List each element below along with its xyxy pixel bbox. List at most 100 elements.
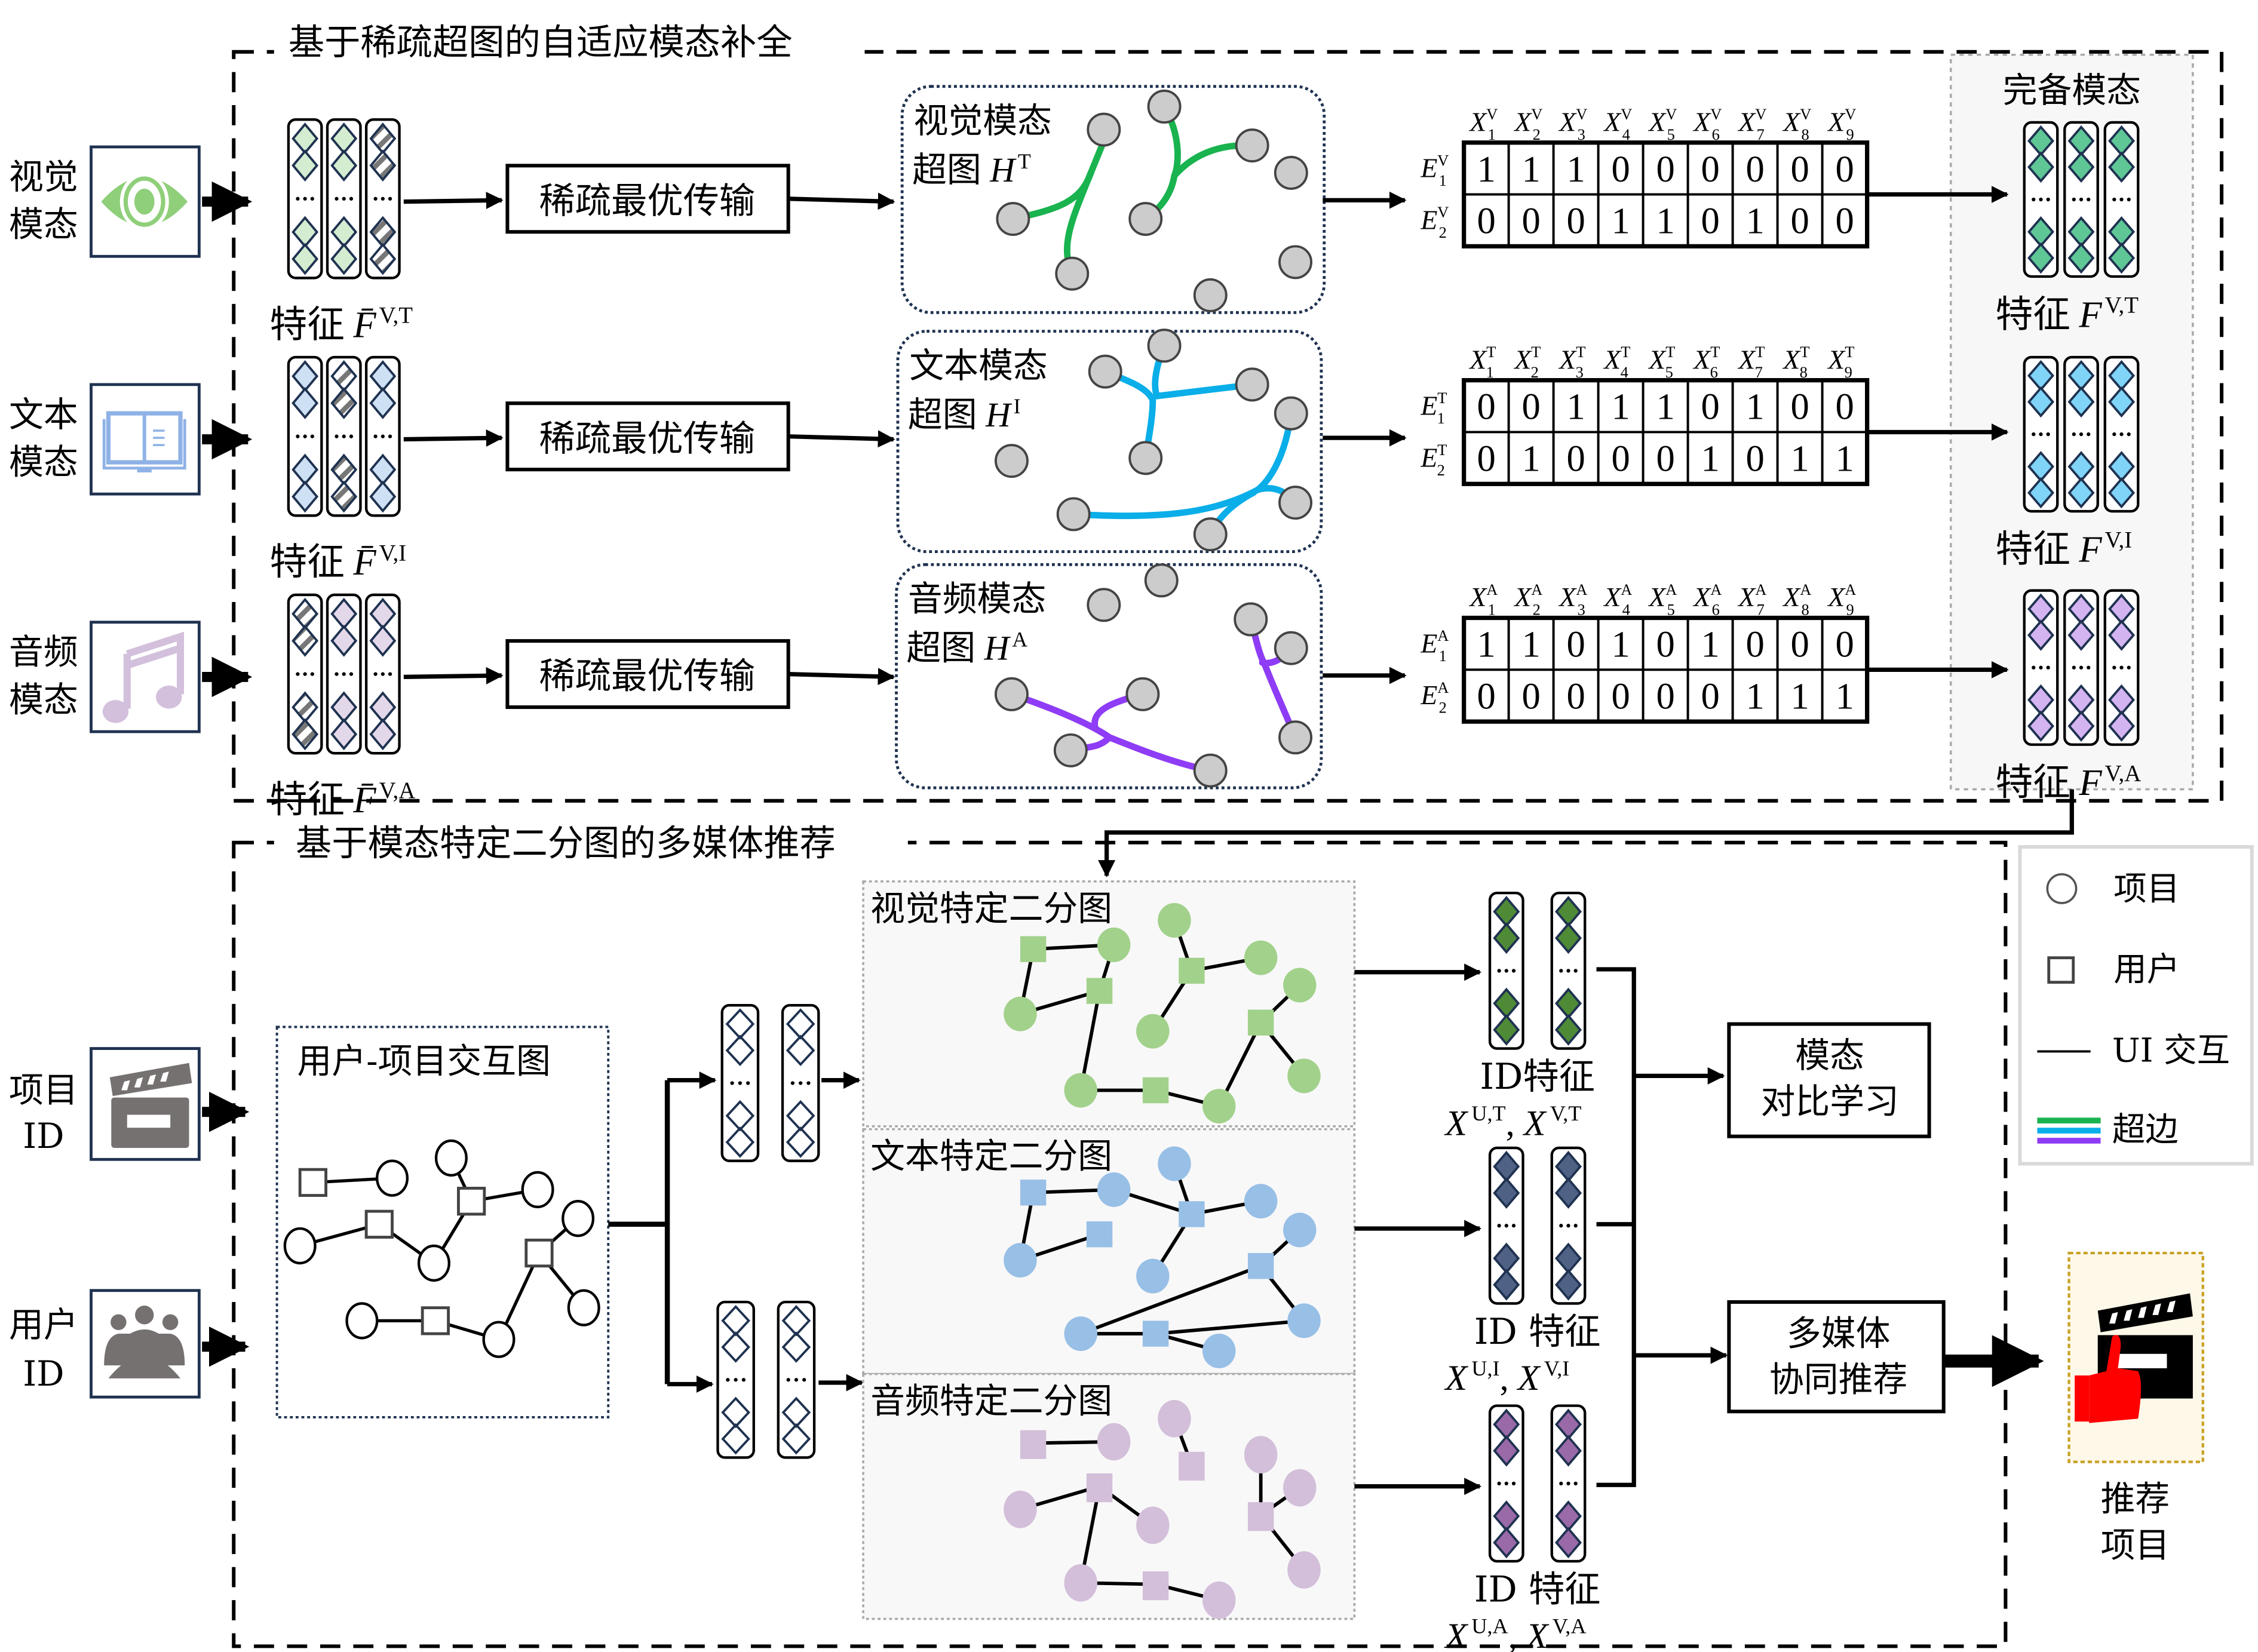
diamond-element: [2067, 477, 2095, 509]
item-node: [1158, 903, 1191, 938]
diamond-element: [2027, 151, 2054, 183]
hypergraph-node: [1278, 720, 1312, 755]
id-embedding-vector: [716, 1300, 755, 1459]
item-id-feature-vector: [1550, 1404, 1587, 1563]
user-node: [298, 1168, 327, 1197]
missing-node: [995, 444, 1029, 478]
complete-feature-vector: [2023, 589, 2059, 746]
matrix-value: 0: [1835, 624, 1854, 665]
hypergraph-node: [1087, 112, 1121, 147]
legend-square-icon: [2047, 956, 2075, 984]
complete-feature-vector: [2103, 355, 2140, 513]
item-node: [1244, 940, 1278, 975]
item-node: [1097, 1423, 1131, 1461]
diamond-element: [725, 1034, 755, 1067]
missing-node: [1087, 588, 1121, 622]
matrix-value: 1: [1745, 386, 1764, 428]
matrix-value: 0: [1656, 624, 1674, 665]
id-feature-label: ID 特征: [1474, 1311, 1601, 1353]
matrix-value: 0: [1701, 386, 1719, 428]
sparse-optimal-transport-box: [505, 164, 790, 234]
hypergraph-node: [996, 202, 1030, 237]
item-node: [482, 1321, 516, 1358]
diamond-element: [2027, 242, 2054, 274]
item-node: [1244, 1184, 1278, 1219]
matrix-cell: [1821, 668, 1869, 723]
matrix-cell: [1731, 616, 1779, 671]
legend-user-label: 用户: [2113, 951, 2180, 989]
matrix-value: 0: [1790, 200, 1809, 242]
item-node: [434, 1139, 468, 1177]
bottom-section-border: [232, 840, 2008, 1648]
diamond-element: [2027, 386, 2054, 418]
item-node: [283, 1227, 317, 1265]
user-node: [1086, 1473, 1113, 1503]
diamond-element: [292, 718, 319, 751]
item-node: [1287, 1551, 1321, 1589]
matrix-value: 0: [1522, 200, 1541, 242]
diamond-element: [1555, 1435, 1582, 1467]
user-node: [1142, 1571, 1169, 1601]
matrix-value: 0: [1522, 675, 1541, 717]
output-line1: 推荐: [2101, 1479, 2170, 1519]
input-feature-vector: [326, 355, 362, 517]
diamond-element: [292, 480, 319, 513]
user-node: [457, 1187, 486, 1216]
matrix-value: 0: [1745, 624, 1764, 665]
hypergraph-node: [1278, 245, 1312, 280]
complete-feature-vector: [2103, 121, 2140, 278]
modality-label-line2: 模态: [9, 679, 78, 720]
item-node: [1202, 1334, 1236, 1368]
bipartite-graph-3: 音频特定二分图: [862, 1372, 1482, 1620]
hypergraph-node: [1278, 486, 1312, 520]
matrix-value: 0: [1522, 386, 1541, 428]
matrix-value: 1: [1656, 200, 1674, 242]
hypergraph-node: [1056, 497, 1091, 532]
user-node: [364, 1209, 394, 1239]
diamond-element: [2067, 151, 2095, 183]
diamond-element: [1493, 1435, 1520, 1467]
matrix-value: 0: [1701, 148, 1719, 190]
missing-node: [1128, 202, 1163, 237]
item-node: [1004, 1243, 1037, 1278]
id-feature-label: ID特征: [1480, 1056, 1595, 1098]
complete-feature-vector: [2063, 355, 2099, 513]
item-id-label-line2: ID: [23, 1116, 64, 1156]
hypergraph-node: [1147, 328, 1182, 363]
user-node: [524, 1238, 554, 1268]
matrix-value: 1: [1656, 386, 1674, 428]
matrix-value: 0: [1656, 675, 1674, 717]
matrix-cell: [1821, 193, 1869, 248]
diamond-element: [292, 624, 319, 657]
user-node: [1247, 1502, 1274, 1531]
hypergraph-node: [1274, 631, 1308, 665]
matrix-value: 1: [1522, 438, 1541, 480]
bipartite-graph-title: 文本特定二分图: [870, 1136, 1112, 1177]
bipartite-graph-title: 视觉特定二分图: [870, 888, 1112, 929]
hyperedge-color-swatch: [2037, 1117, 2101, 1123]
matrix-value: 1: [1701, 624, 1719, 665]
legend-circle-icon: [2046, 873, 2078, 904]
top-section-title: 基于稀疏超图的自适应模态补全: [289, 22, 793, 64]
user-node: [1179, 957, 1205, 984]
users-icon: [104, 1306, 185, 1378]
diamond-element: [330, 480, 358, 513]
complete-panel-title: 完备模态: [2003, 70, 2141, 110]
diamond-element: [330, 242, 358, 275]
